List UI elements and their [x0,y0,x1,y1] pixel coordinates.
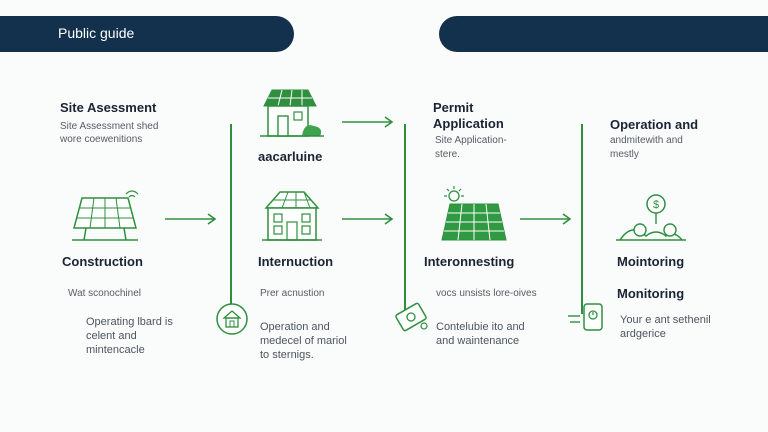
step-title-acquisition: aacarluine [258,149,323,164]
step-sub: vocs unsists lore-oives [436,288,537,299]
page-title: Public guide [58,25,135,41]
step-desc-line: andmitewith and [610,135,683,146]
svg-text:$: $ [653,199,659,211]
step-note-line: Operation and [260,321,330,333]
step-note-line: Your e ant sethenil [620,314,711,326]
step-desc-line: Site Assessment shed [60,121,159,132]
step-desc-line: mestly [610,149,639,160]
step-note-line: and waintenance [436,335,520,347]
step-title-site-assessment: Site Asessment [60,100,157,115]
step-note-line: Contelubie ito and [436,321,525,333]
step-desc-line: stere. [435,149,461,160]
money-landscape-icon: $ [616,194,686,241]
solar-panel-sun-icon [441,186,507,241]
step-note-line: ardgerice [620,328,666,340]
step-sub: Wat sconochinel [68,288,141,299]
divider-1 [230,124,232,314]
step-title-application: Application [433,116,504,131]
arrow-right-icon [342,116,394,128]
step-note-line: medecel of mariol [260,335,347,347]
arrow-right-icon [520,213,572,225]
step-note-line: Operating lbard is [86,316,173,328]
step-title-construction: Construction [62,254,143,269]
step-title-permit: Permit [433,100,474,115]
header-bar-left: Public guide [0,16,294,52]
step-note-line: celent and [86,330,137,342]
step-title-monitoring-2: Monitoring [617,286,685,301]
step-note-line: mintencacle [86,344,145,356]
step-title-monitoring: Mointoring [617,254,685,269]
meter-icon [568,303,603,331]
building-icon [262,191,322,241]
step-desc-line: wore coewenitions [60,134,143,145]
arrow-right-icon [165,213,217,225]
money-icon [395,302,428,332]
step-desc-line: Site Application- [435,135,507,146]
step-title-interconnection: Internuction [258,254,334,269]
document-icon [216,303,248,335]
header-bar-right [439,16,768,52]
step-title-interconnecting: Interonnesting [424,254,515,269]
solar-panel-icon [72,190,139,241]
arrow-right-icon [342,213,394,225]
step-sub: Prer acnustion [260,288,325,299]
step-title-operation: Operation and [610,117,699,132]
house-icon [260,89,324,137]
divider-3 [581,124,583,314]
divider-2 [404,124,406,314]
step-note-line: to sternigs. [260,349,314,361]
